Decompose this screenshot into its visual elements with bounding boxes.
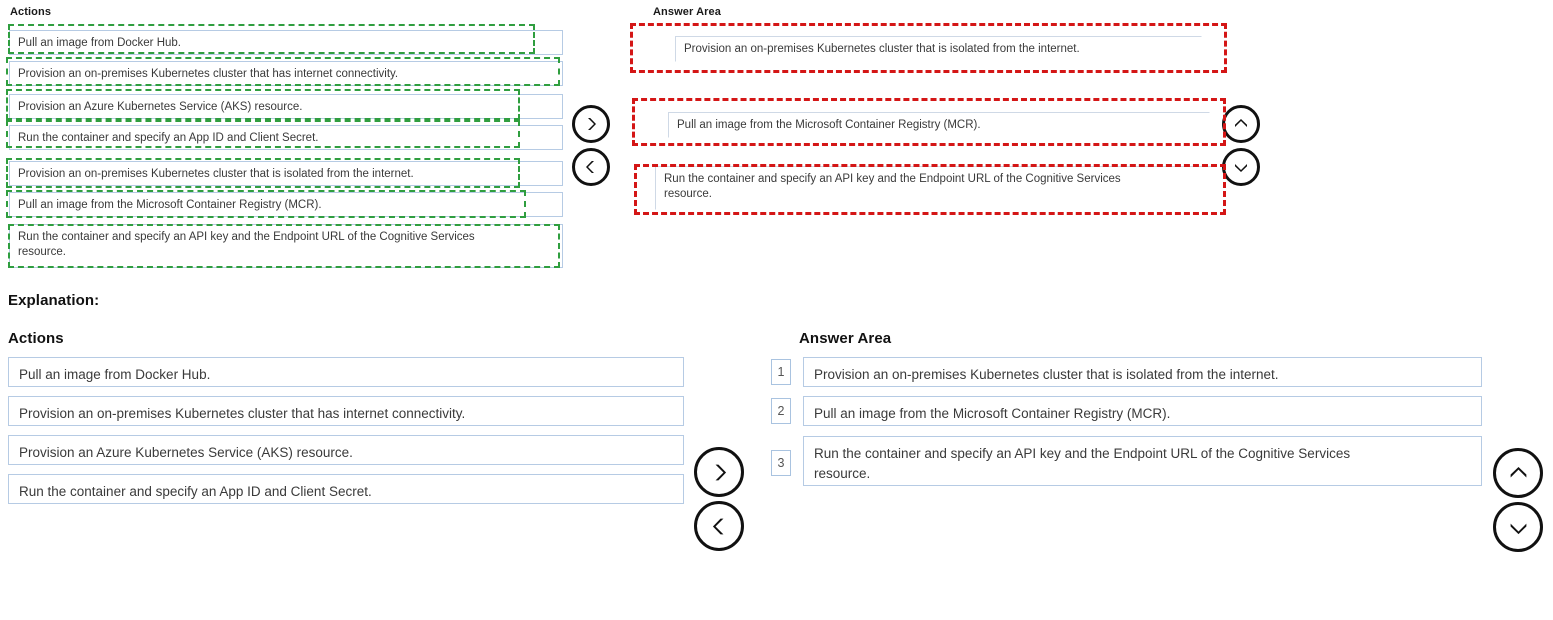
top-action-item-7-text: Run the container and specify an API key…: [18, 231, 475, 258]
top-move-right-button[interactable]: [572, 105, 610, 143]
top-answer-area-label: Answer Area: [653, 6, 721, 18]
top-move-down-button[interactable]: [1222, 148, 1260, 186]
top-answer-slot-2-text: Pull an image from the Microsoft Contain…: [677, 119, 981, 131]
chevron-right-icon: [588, 118, 596, 130]
chevron-up-icon: [1235, 119, 1247, 127]
explanation-answer-item-1[interactable]: Provision an on-premises Kubernetes clus…: [803, 357, 1482, 387]
explanation-action-item-2-text: Provision an on-premises Kubernetes clus…: [19, 406, 466, 421]
explanation-answer-number-3: 3: [771, 450, 791, 476]
top-move-up-button[interactable]: [1222, 105, 1260, 143]
top-action-item-6-text: Pull an image from the Microsoft Contain…: [18, 199, 322, 211]
top-action-item-4-text: Run the container and specify an App ID …: [18, 132, 319, 144]
chevron-right-icon: [715, 464, 726, 480]
chevron-left-icon: [712, 518, 723, 534]
top-actions-label: Actions: [10, 6, 52, 18]
explanation-action-item-2[interactable]: Provision an on-premises Kubernetes clus…: [8, 396, 684, 426]
explanation-action-item-3[interactable]: Provision an Azure Kubernetes Service (A…: [8, 435, 684, 465]
top-action-item-1[interactable]: Pull an image from Docker Hub.: [9, 30, 563, 55]
top-action-item-7[interactable]: Run the container and specify an API key…: [9, 224, 563, 268]
explanation-move-right-button[interactable]: [694, 447, 744, 497]
top-action-item-2-text: Provision an on-premises Kubernetes clus…: [18, 68, 399, 80]
top-answer-slot-2[interactable]: Pull an image from the Microsoft Contain…: [668, 112, 1210, 138]
explanation-answer-number-1: 1: [771, 359, 791, 385]
explanation-move-down-button[interactable]: [1493, 502, 1543, 552]
top-action-item-1-text: Pull an image from Docker Hub.: [18, 37, 181, 49]
explanation-answer-item-3[interactable]: Run the container and specify an API key…: [803, 436, 1482, 486]
explanation-actions-label: Actions: [8, 330, 64, 347]
top-action-item-2[interactable]: Provision an on-premises Kubernetes clus…: [9, 61, 563, 86]
chevron-left-icon: [586, 161, 594, 173]
explanation-answer-item-2-text: Pull an image from the Microsoft Contain…: [814, 406, 1171, 421]
chevron-up-icon: [1510, 466, 1526, 477]
chevron-down-icon: [1510, 523, 1526, 534]
explanation-action-item-4-text: Run the container and specify an App ID …: [19, 484, 372, 499]
top-action-item-4[interactable]: Run the container and specify an App ID …: [9, 125, 563, 150]
explanation-move-left-button[interactable]: [694, 501, 744, 551]
explanation-label: Explanation:: [8, 292, 100, 309]
explanation-answer-item-2[interactable]: Pull an image from the Microsoft Contain…: [803, 396, 1482, 426]
explanation-action-item-1-text: Pull an image from Docker Hub.: [19, 367, 211, 382]
top-move-left-button[interactable]: [572, 148, 610, 186]
explanation-answer-item-3-text: Run the container and specify an API key…: [814, 446, 1351, 481]
explanation-action-item-3-text: Provision an Azure Kubernetes Service (A…: [19, 445, 353, 460]
top-answer-slot-1[interactable]: Provision an on-premises Kubernetes clus…: [675, 36, 1202, 62]
explanation-action-item-4[interactable]: Run the container and specify an App ID …: [8, 474, 684, 504]
explanation-answer-area-label: Answer Area: [799, 330, 892, 347]
top-action-item-3[interactable]: Provision an Azure Kubernetes Service (A…: [9, 94, 563, 119]
top-action-item-5-text: Provision an on-premises Kubernetes clus…: [18, 168, 414, 180]
explanation-move-up-button[interactable]: [1493, 448, 1543, 498]
top-answer-slot-1-text: Provision an on-premises Kubernetes clus…: [684, 43, 1080, 55]
top-action-item-6[interactable]: Pull an image from the Microsoft Contain…: [9, 192, 563, 217]
chevron-down-icon: [1235, 164, 1247, 172]
explanation-answer-item-1-text: Provision an on-premises Kubernetes clus…: [814, 367, 1279, 382]
top-answer-slot-3-text: Run the container and specify an API key…: [664, 173, 1121, 200]
top-action-item-5[interactable]: Provision an on-premises Kubernetes clus…: [9, 161, 563, 186]
top-action-item-3-text: Provision an Azure Kubernetes Service (A…: [18, 101, 303, 113]
top-answer-slot-3[interactable]: Run the container and specify an API key…: [655, 166, 1212, 210]
explanation-action-item-1[interactable]: Pull an image from Docker Hub.: [8, 357, 684, 387]
explanation-answer-number-2: 2: [771, 398, 791, 424]
